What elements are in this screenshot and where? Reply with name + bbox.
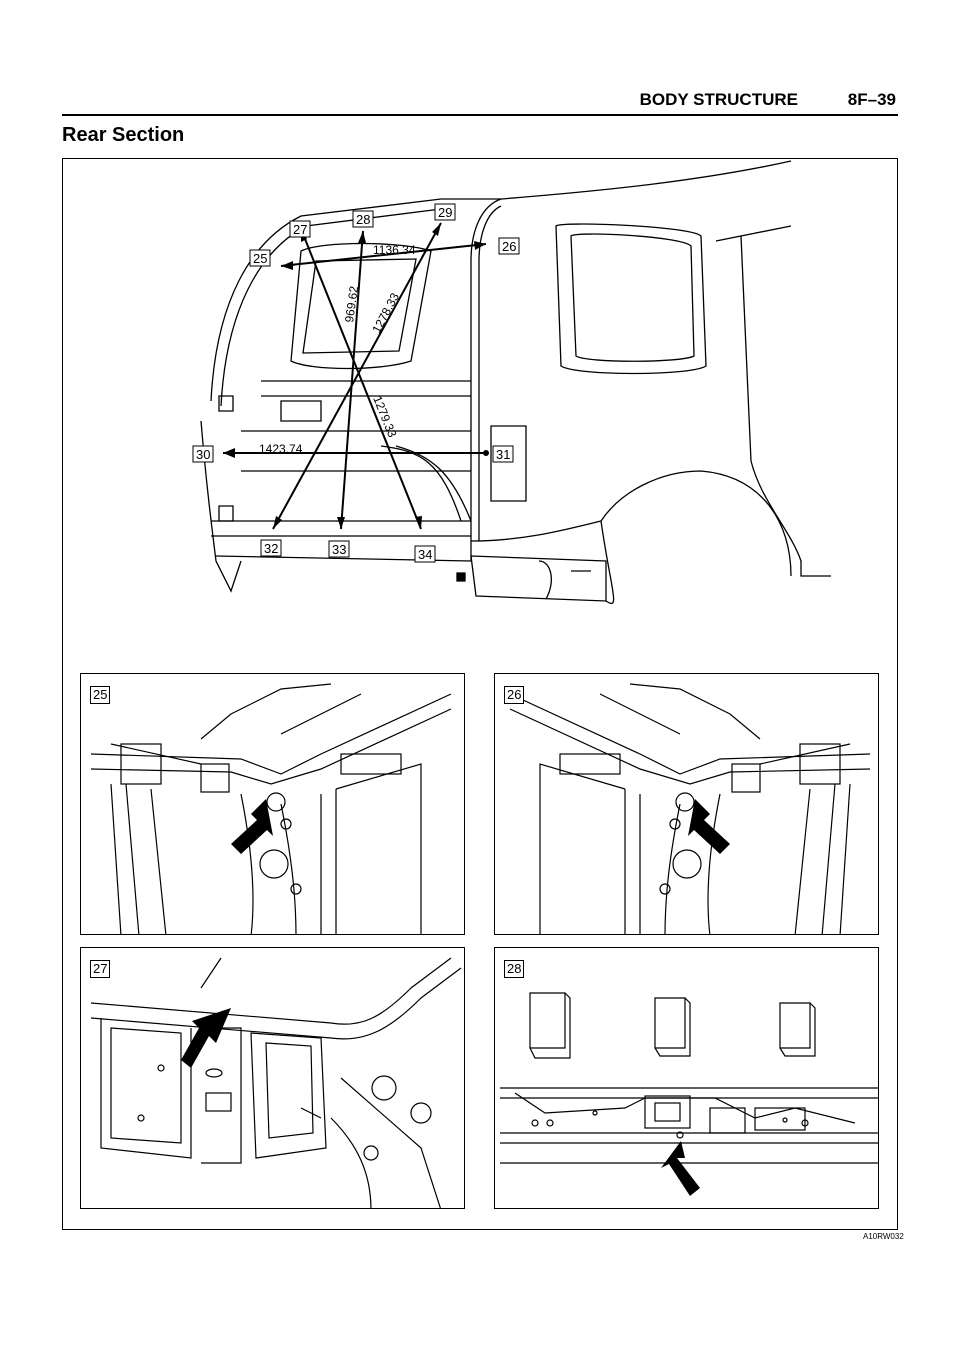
detail-panel-25: 25 xyxy=(80,673,465,935)
point-27-label: 27 xyxy=(293,222,307,237)
detail-drawing-26 xyxy=(509,683,871,934)
dim-25-26: 1136.34 xyxy=(373,243,416,257)
detail-panel-28-label: 28 xyxy=(504,960,525,978)
section-title: BODY STRUCTURE xyxy=(639,90,798,109)
page-header: BODY STRUCTURE 8F–39 xyxy=(0,88,900,114)
page-number: 8F–39 xyxy=(847,90,896,109)
detail-panel-27-label: 27 xyxy=(90,960,111,978)
dim-29-32: 1278.33 xyxy=(369,290,402,335)
detail-drawing-28 xyxy=(500,992,878,1196)
detail-panel-28: 28 xyxy=(494,947,879,1209)
dim-27-34: 1279.33 xyxy=(370,394,399,440)
point-29-label: 29 xyxy=(438,205,452,220)
detail-panel-26-label: 26 xyxy=(504,686,525,704)
figure-reference: A10RW032 xyxy=(863,1232,904,1241)
point-26-label: 26 xyxy=(502,239,516,254)
point-25-label: 25 xyxy=(253,251,267,266)
point-30-label: 30 xyxy=(196,447,210,462)
figure-frame: 1136.34 969.62 1278.33 1279.33 1423.74 2… xyxy=(62,158,898,1230)
point-33-label: 33 xyxy=(332,542,346,557)
point-34-label: 34 xyxy=(418,547,432,562)
rear-section-drawing: 1136.34 969.62 1278.33 1279.33 1423.74 2… xyxy=(192,160,831,605)
point-28-label: 28 xyxy=(356,212,370,227)
point-32-label: 32 xyxy=(264,541,278,556)
dim-27-33: 969.62 xyxy=(342,285,361,324)
detail-drawing-25 xyxy=(90,683,452,934)
page-title: Rear Section xyxy=(62,124,185,146)
header-rule xyxy=(62,114,898,116)
point-31-label: 31 xyxy=(496,447,510,462)
detail-drawing-27 xyxy=(90,957,462,1208)
detail-panel-26: 26 xyxy=(494,673,879,935)
dim-30-31: 1423.74 xyxy=(259,442,303,456)
detail-panel-27: 27 xyxy=(80,947,465,1209)
detail-panel-25-label: 25 xyxy=(90,686,111,704)
